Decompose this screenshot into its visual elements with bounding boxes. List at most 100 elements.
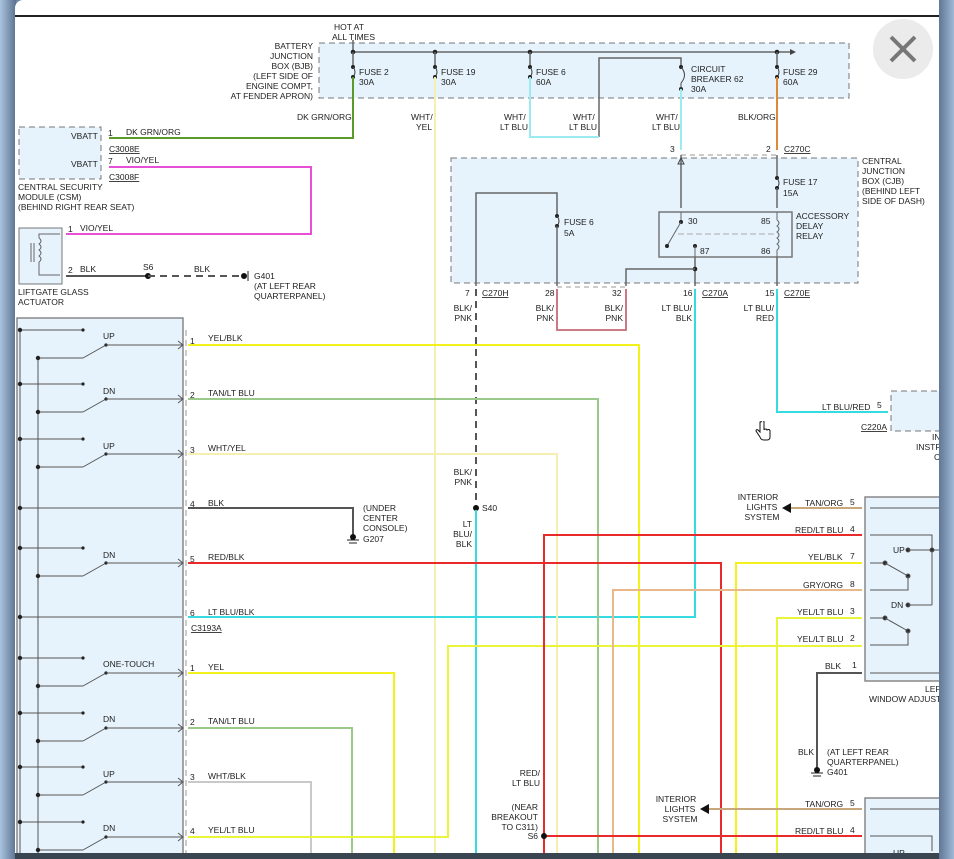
svg-text:ACCESSORY: ACCESSORY bbox=[796, 211, 850, 221]
svg-text:BOX (CJB): BOX (CJB) bbox=[862, 176, 904, 186]
switch-contact bbox=[35, 792, 41, 798]
svg-text:ONE-TOUCH: ONE-TOUCH bbox=[103, 659, 154, 669]
svg-text:1: 1 bbox=[190, 663, 195, 673]
svg-text:DELAY: DELAY bbox=[796, 221, 824, 231]
wire-red-blk bbox=[188, 562, 722, 855]
svg-text:BLK: BLK bbox=[825, 661, 841, 671]
svg-text:UP: UP bbox=[103, 441, 115, 451]
svg-text:5: 5 bbox=[877, 400, 882, 410]
switch-contact bbox=[17, 327, 23, 333]
svg-text:2: 2 bbox=[68, 265, 73, 275]
wiring-diagram: HOT AT ALL TIMES BATTERY JUNCTION BOX (B… bbox=[16, 22, 939, 855]
svg-text:30A: 30A bbox=[441, 77, 456, 87]
svg-text:BLK/: BLK/ bbox=[454, 303, 473, 313]
switch-contact bbox=[82, 398, 107, 413]
wire-yel bbox=[188, 672, 395, 855]
svg-text:DN: DN bbox=[103, 823, 115, 833]
svg-text:8: 8 bbox=[850, 579, 855, 589]
switch-contact bbox=[177, 832, 184, 842]
switch-contact bbox=[177, 558, 184, 568]
svg-text:6: 6 bbox=[190, 608, 195, 618]
switch-contact bbox=[81, 328, 85, 332]
connector-c3193a: C3193A bbox=[191, 623, 222, 633]
ipc-box bbox=[890, 390, 939, 432]
wire-lt-blu-red bbox=[776, 289, 888, 413]
svg-text:BLK: BLK bbox=[80, 264, 96, 274]
connector-c270e: C270E bbox=[784, 288, 810, 298]
arrow-left-icon-2 bbox=[700, 804, 709, 814]
svg-text:S6: S6 bbox=[528, 831, 539, 841]
svg-text:15A: 15A bbox=[783, 188, 798, 198]
switch-junction bbox=[17, 505, 23, 511]
svg-text:BREAKOUT: BREAKOUT bbox=[491, 812, 538, 822]
arrow-left-icon bbox=[782, 503, 791, 513]
connector-c270a: C270A bbox=[702, 288, 728, 298]
switch-contact bbox=[81, 382, 85, 386]
hand-pointer-icon bbox=[754, 419, 772, 448]
switch-contact bbox=[81, 711, 85, 715]
svg-text:(NEAR: (NEAR bbox=[512, 802, 538, 812]
switch-contact bbox=[82, 453, 107, 468]
wire-dk-grn-org bbox=[109, 77, 354, 139]
svg-text:DN: DN bbox=[891, 600, 903, 610]
switch-contact bbox=[35, 464, 41, 470]
switch-contact bbox=[35, 738, 41, 744]
switch-contact bbox=[82, 344, 107, 359]
svg-text:YEL/BLK: YEL/BLK bbox=[808, 552, 843, 562]
svg-text:YEL: YEL bbox=[416, 122, 432, 132]
close-button[interactable] bbox=[873, 19, 933, 79]
wire-yel-lt-blu-3 bbox=[776, 617, 862, 855]
switch-contact bbox=[177, 668, 184, 678]
svg-text:YEL: YEL bbox=[208, 662, 224, 672]
svg-text:GRY/ORG: GRY/ORG bbox=[803, 580, 843, 590]
svg-text:16: 16 bbox=[683, 288, 693, 298]
svg-text:7: 7 bbox=[850, 551, 855, 561]
svg-text:TAN/ORG: TAN/ORG bbox=[805, 498, 843, 508]
svg-text:BLK: BLK bbox=[676, 313, 692, 323]
switch-contact bbox=[81, 656, 85, 660]
svg-text:INTERIOR: INTERIOR bbox=[656, 794, 697, 804]
svg-text:7: 7 bbox=[108, 156, 113, 166]
scrollbar-track[interactable] bbox=[938, 0, 954, 859]
svg-text:15: 15 bbox=[765, 288, 775, 298]
svg-text:60A: 60A bbox=[783, 77, 798, 87]
svg-text:7: 7 bbox=[465, 288, 470, 298]
switch-contact bbox=[35, 847, 41, 853]
wire-yel-lt-blu-master bbox=[188, 645, 862, 838]
svg-text:UP: UP bbox=[103, 331, 115, 341]
svg-text:(AT LEFT REAR: (AT LEFT REAR bbox=[827, 747, 889, 757]
svg-text:WHT/: WHT/ bbox=[504, 112, 526, 122]
svg-text:LT BLU: LT BLU bbox=[569, 122, 597, 132]
svg-text:3: 3 bbox=[670, 144, 675, 154]
svg-text:G401: G401 bbox=[827, 767, 848, 777]
svg-text:UP: UP bbox=[103, 769, 115, 779]
csm-box bbox=[18, 126, 102, 180]
switch-contact bbox=[35, 573, 41, 579]
splice-s6-lower bbox=[541, 833, 547, 839]
switch-contact bbox=[177, 340, 184, 350]
svg-text:AT FENDER APRON): AT FENDER APRON) bbox=[231, 91, 314, 101]
svg-text:(BEHIND RIGHT REAR SEAT): (BEHIND RIGHT REAR SEAT) bbox=[18, 202, 135, 212]
svg-text:5: 5 bbox=[190, 554, 195, 564]
switch-contact bbox=[35, 409, 41, 415]
svg-text:30A: 30A bbox=[359, 77, 374, 87]
svg-text:1: 1 bbox=[190, 336, 195, 346]
switch-contact bbox=[17, 819, 23, 825]
svg-text:FUSE 6: FUSE 6 bbox=[564, 217, 594, 227]
svg-text:S40: S40 bbox=[482, 503, 497, 513]
rear-switch-contacts bbox=[870, 507, 939, 674]
busbar-arrow-icon bbox=[790, 49, 796, 55]
svg-text:BLK: BLK bbox=[208, 498, 224, 508]
svg-text:3: 3 bbox=[850, 606, 855, 616]
wire-tan-lt-blu-1 bbox=[188, 398, 599, 855]
svg-text:BLK/: BLK/ bbox=[536, 303, 555, 313]
svg-text:30A: 30A bbox=[691, 84, 706, 94]
svg-text:CONSOLE): CONSOLE) bbox=[363, 523, 408, 533]
svg-text:2: 2 bbox=[190, 717, 195, 727]
svg-text:C: C bbox=[934, 452, 939, 462]
svg-text:BOX (BJB): BOX (BJB) bbox=[271, 61, 313, 71]
